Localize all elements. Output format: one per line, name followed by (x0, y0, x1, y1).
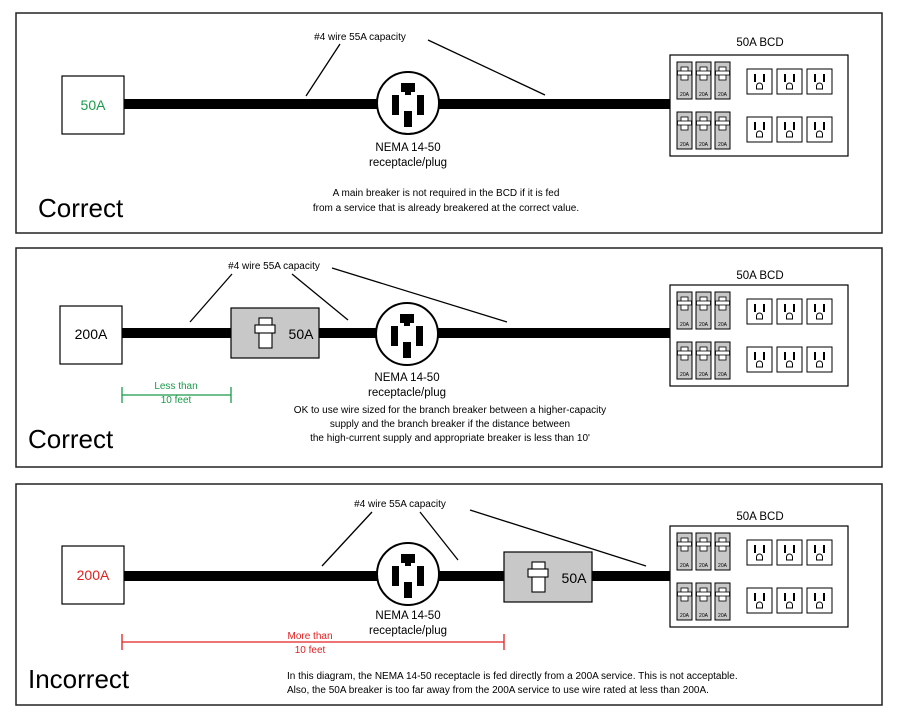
panel-2-leader-mid (291, 273, 349, 321)
panel-2-nema-receptacle-icon (375, 302, 439, 366)
panel-2-distance-line2: 10 feet (161, 395, 192, 406)
svg-text:20A: 20A (699, 92, 709, 98)
panel-2-wire-label: #4 wire 55A capacity (228, 261, 320, 272)
panel-1-bcd: 20A 20A 20A 20A 20A 20A (669, 54, 849, 157)
panel-2-breaker-label: 50A (289, 326, 315, 342)
panel-3-note-line2: Also, the 50A breaker is too far away fr… (287, 685, 709, 696)
svg-text:20A: 20A (718, 142, 728, 148)
panel-2-note-line1: OK to use wire sized for the branch brea… (294, 405, 606, 416)
svg-text:20A: 20A (699, 613, 709, 619)
panel-2-bcd-label: 50A BCD (736, 270, 783, 282)
panel-1-leader-left (305, 43, 341, 97)
panel-1-nema-receptacle-icon (376, 71, 440, 135)
panel-1-source-box (61, 75, 125, 135)
svg-text:20A: 20A (699, 563, 709, 569)
svg-text:20A: 20A (699, 322, 709, 328)
svg-text:20A: 20A (699, 372, 709, 378)
panel-3-distance-line2: 10 feet (295, 645, 326, 656)
panel-3-receptacle-line1: NEMA 14-50 (375, 610, 440, 622)
panel-2-inline-breaker: 50A (230, 307, 320, 359)
panel-1-status: Correct (38, 193, 124, 223)
panel-3-nema-receptacle-icon (376, 542, 440, 606)
panel-2-receptacle-line1: NEMA 14-50 (374, 372, 439, 384)
svg-text:20A: 20A (680, 142, 690, 148)
panel-2-distance-line1: Less than (154, 381, 197, 392)
panel-3-source-label: 200A (77, 567, 110, 583)
panel-3-wire-label: #4 wire 55A capacity (354, 499, 446, 510)
panel-2-leader-right (331, 267, 508, 323)
panel-3-leader-right (469, 509, 647, 567)
panel-2-note-line2: supply and the branch breaker if the dis… (330, 419, 570, 430)
panel-2-source-label: 200A (75, 326, 108, 342)
panel-3-leader-mid (419, 511, 459, 561)
panel-2-note-line3: the high-current supply and appropriate … (310, 433, 590, 444)
panel-1-bcd-label: 50A BCD (736, 37, 783, 49)
panel-1-receptacle-line2: receptacle/plug (369, 157, 447, 169)
svg-text:20A: 20A (718, 92, 728, 98)
svg-text:20A: 20A (680, 92, 690, 98)
svg-text:20A: 20A (680, 322, 690, 328)
panel-2-distance-marker (121, 387, 232, 403)
panel-1-wire-label: #4 wire 55A capacity (314, 32, 406, 43)
panel-3-bcd-label: 50A BCD (736, 511, 783, 523)
panel-2: 200A 50A NEMA 14-50 receptacle/plug #4 w… (15, 247, 883, 468)
panel-3-status: Incorrect (28, 664, 130, 694)
svg-text:20A: 20A (718, 563, 728, 569)
svg-text:20A: 20A (699, 142, 709, 148)
panel-3-source-box (61, 545, 125, 605)
panel-3-breaker-label: 50A (562, 570, 588, 586)
panel-3-bcd: 20A 20A 20A 20A 20A 20A (669, 525, 849, 628)
panel-3-inline-breaker: 50A (503, 551, 593, 603)
panel-2-receptacle-line2: receptacle/plug (368, 387, 446, 399)
panel-1-leader-right (427, 39, 546, 96)
panel-3-leader-left (321, 511, 373, 567)
panel-3-distance-line1: More than (287, 631, 332, 642)
panel-1-note-line2: from a service that is already breakered… (313, 203, 579, 214)
panel-2-bcd: 20A 20A 20A 20A 20A 20A (669, 284, 849, 387)
panel-2-leader-left (189, 273, 233, 323)
svg-text:20A: 20A (680, 613, 690, 619)
svg-text:20A: 20A (718, 322, 728, 328)
panel-1: 50A NEMA 14-50 receptacle/plug #4 wire 5… (15, 12, 883, 234)
svg-text:20A: 20A (718, 372, 728, 378)
panel-3-receptacle-line2: receptacle/plug (369, 625, 447, 637)
panel-1-receptacle-line1: NEMA 14-50 (375, 142, 440, 154)
panel-2-status: Correct (28, 424, 114, 454)
panel-3-note-line1: In this diagram, the NEMA 14-50 receptac… (287, 671, 738, 682)
svg-text:20A: 20A (718, 613, 728, 619)
panel-2-source-box (59, 305, 123, 365)
panel-3-distance-marker (121, 634, 505, 650)
svg-text:20A: 20A (680, 563, 690, 569)
panel-3: 200A NEMA 14-50 receptacle/plug 50A #4 w… (15, 483, 883, 706)
panel-1-note-line1: A main breaker is not required in the BC… (333, 188, 560, 199)
panel-1-source-label: 50A (81, 97, 107, 113)
svg-text:20A: 20A (680, 372, 690, 378)
